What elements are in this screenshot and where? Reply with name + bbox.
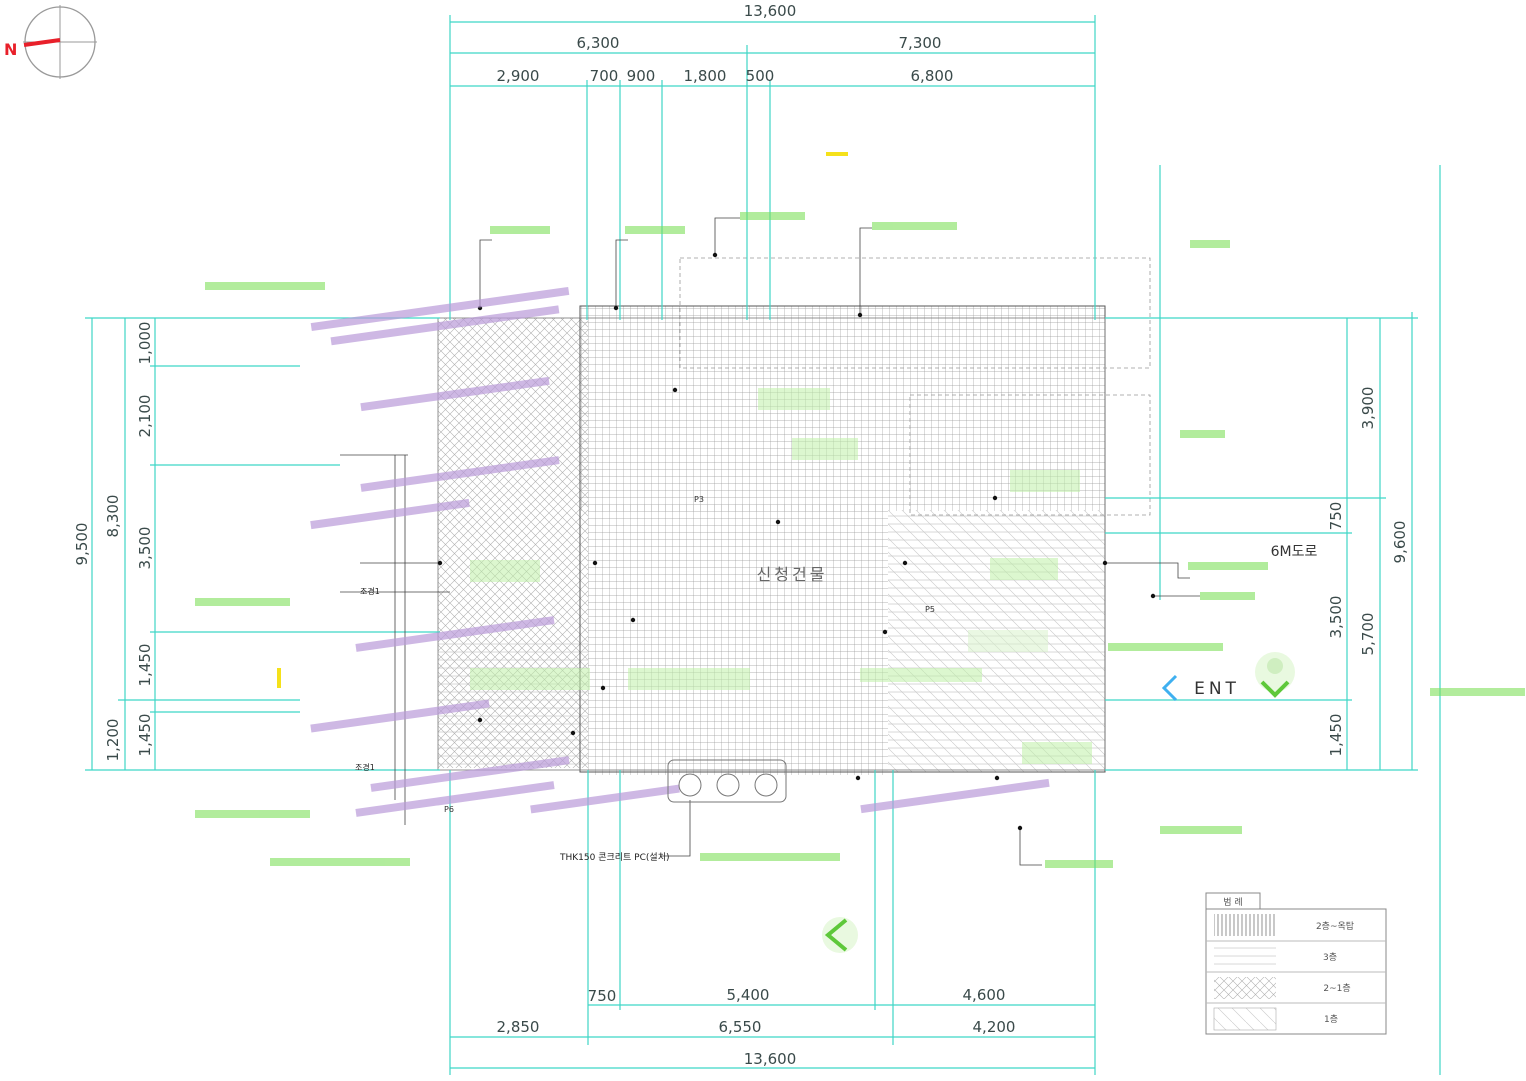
legend-swatch-2 (1214, 946, 1276, 968)
right-dimensions: 3,900 5,700 9,600 750 3,500 1,450 (1105, 165, 1441, 1075)
dim-bot-total: 13,600 (744, 1050, 797, 1068)
left-dimensions: 9,500 8,300 1,200 1,000 2,100 3,500 1,45… (73, 317, 440, 771)
dim-left-b1: 1,000 (136, 322, 154, 365)
legend: 범 례 2층~옥탑 3층 2~1층 1층 (1205, 892, 1387, 1035)
dim-right-b3: 1,450 (1327, 714, 1345, 757)
legend-title: 범 례 (1223, 897, 1242, 908)
building-hatch (437, 257, 1151, 775)
road-label: 6M도로 (1271, 544, 1318, 560)
legend-row-2: 3층 (1323, 952, 1337, 963)
dim-left-b5: 1,450 (136, 714, 154, 757)
dim-top-c1: 2,900 (497, 67, 540, 85)
dim-left-a2: 1,200 (104, 719, 122, 762)
legend-swatch-4 (1213, 1007, 1277, 1031)
entrance-label: ENT (1194, 679, 1240, 699)
dim-left-b2: 2,100 (136, 395, 154, 438)
dim-left-b3: 3,500 (136, 527, 154, 570)
dim-right-total: 9,600 (1391, 521, 1409, 564)
dim-right-a2: 5,700 (1359, 613, 1377, 656)
dim-top-c6: 6,800 (911, 67, 954, 85)
manholes (667, 759, 787, 803)
dim-top-c5: 500 (746, 67, 775, 85)
legend-row-4: 1층 (1324, 1014, 1338, 1025)
top-dimensions: 13,600 6,300 7,300 2,900 700 900 1,800 5… (449, 2, 1096, 320)
dim-right-a1: 3,900 (1359, 387, 1377, 430)
p3-label: P3 (694, 495, 704, 504)
entrance-arrow (822, 652, 1295, 953)
dim-right-b2: 3,500 (1327, 596, 1345, 639)
dim-bot-b3: 4,200 (973, 1018, 1016, 1036)
landscape-label-1: 조경1 (360, 586, 380, 596)
dim-bot-a2: 5,400 (727, 986, 770, 1004)
annotation-notes (195, 212, 1525, 868)
dim-top-total: 13,600 (744, 2, 797, 20)
dim-right-b1: 750 (1327, 502, 1345, 531)
concrete-label: THK150 콘크리트 PC(설치) (559, 851, 669, 863)
legend-row-1: 2층~옥탑 (1316, 920, 1354, 932)
compass-icon: N (4, 5, 97, 79)
dim-top-a: 6,300 (577, 34, 620, 52)
compass-north-label: N (4, 40, 17, 59)
building-label: 신청건물 (757, 565, 828, 584)
dim-bot-b2: 6,550 (719, 1018, 762, 1036)
bottom-dimensions: 750 5,400 4,600 2,850 6,550 4,200 13,600 (449, 770, 1096, 1075)
dim-left-b4: 1,450 (136, 644, 154, 687)
p6-label: P6 (444, 805, 454, 814)
dim-top-c3: 900 (627, 67, 656, 85)
landscape-label-2: 조경1 (355, 762, 375, 772)
legend-row-3: 2~1층 (1323, 983, 1350, 994)
dim-left-total: 9,500 (73, 523, 91, 566)
dim-bot-b1: 2,850 (497, 1018, 540, 1036)
dim-top-c2: 700 (590, 67, 619, 85)
dim-top-b: 7,300 (899, 34, 942, 52)
yellow-marks (277, 152, 848, 688)
dim-bot-a1: 750 (588, 987, 617, 1005)
legend-swatch-3 (1214, 977, 1276, 999)
dim-top-c4: 1,800 (684, 67, 727, 85)
dim-left-a: 8,300 (104, 495, 122, 538)
dim-bot-a3: 4,600 (963, 986, 1006, 1004)
leader-dots (437, 252, 1156, 831)
legend-swatch-1 (1214, 914, 1276, 936)
plan-labels: 신청건물 6M도로 ENT THK150 콘크리트 PC(설치) P3 P5 P… (355, 495, 1317, 863)
p5-label: P5 (925, 605, 935, 614)
